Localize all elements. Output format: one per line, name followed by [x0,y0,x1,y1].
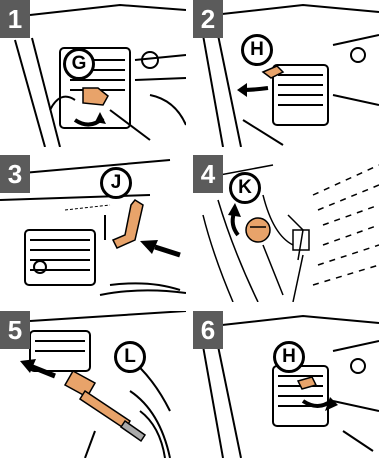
part-callout: K [229,172,261,204]
step-number-badge: 3 [0,155,30,193]
lever-h-part [298,377,316,389]
step-panel-1: 1 G [0,0,186,147]
step-panel-6: 6 H [193,311,379,458]
knob-k-part [246,218,270,242]
lever-h-part [263,66,283,78]
step-panel-5: 5 L [0,311,186,458]
part-callout: G [63,48,95,80]
step-number-badge: 4 [193,155,223,193]
part-callout: H [241,34,273,66]
step-number-badge: 1 [0,0,30,38]
step-number-badge: 5 [0,311,30,349]
step-number-badge: 2 [193,0,223,38]
step-number-badge: 6 [193,311,223,349]
part-callout: L [114,341,146,373]
part-callout: H [273,341,305,373]
part-callout: J [100,167,132,199]
step-panel-2: 2 H [193,0,379,147]
step-panel-4: 4 K [193,155,379,302]
step-panel-3: 3 J [0,155,186,302]
tool-l-part [80,391,130,429]
tool-j-part [113,200,143,248]
